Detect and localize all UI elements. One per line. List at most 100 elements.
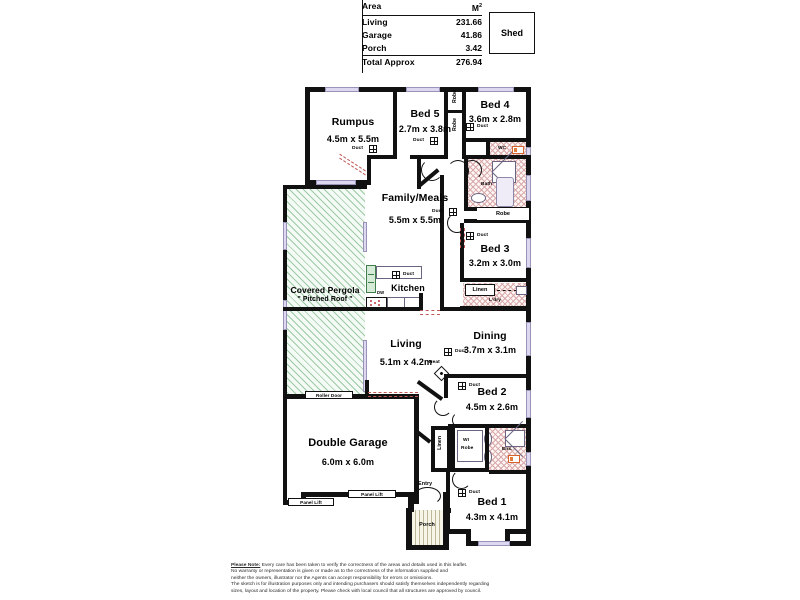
- window-ensuite: [526, 452, 531, 466]
- wall-bed5-bottom: [410, 155, 448, 159]
- area-rule-1: [362, 14, 482, 16]
- area-table-header-row: Area M2: [362, 0, 482, 15]
- wall-dining-bed2: [444, 374, 531, 378]
- bathtub-icon: [496, 177, 514, 207]
- exterior-wall-bed1-bottom-left: [446, 529, 470, 534]
- window-bed1-bay: [478, 541, 510, 546]
- duct-label: Duct: [413, 138, 425, 143]
- duct-icon: [369, 145, 377, 153]
- disclaimer-note-label: Please Note:: [231, 563, 261, 568]
- wall-bed5-right: [444, 87, 448, 159]
- rumpus-dim: 4.5m x 5.5m: [326, 134, 380, 144]
- window-dining: [526, 322, 531, 356]
- bed1-dim: 4.3m x 4.1m: [465, 512, 519, 522]
- wc-label: WC: [498, 146, 507, 151]
- table-row: Garage 41.86: [362, 29, 482, 42]
- opening-rumpus-family-2: [339, 157, 366, 176]
- door-wc: [462, 160, 482, 180]
- wall-family-right-upper: [440, 175, 444, 233]
- bath-label: Bath: [481, 182, 493, 187]
- wall-family-living-divider: [440, 307, 531, 311]
- window-pergola-left-2: [283, 300, 287, 330]
- exterior-wall-garage-bottom-right: [396, 492, 418, 497]
- duct-label: Duct: [469, 490, 481, 495]
- ensuite-label: Ens.: [502, 447, 513, 452]
- porch-area: [411, 510, 444, 547]
- exterior-wall-pergola-top: [283, 185, 367, 189]
- laundry-label: L'dry: [489, 298, 502, 303]
- sliding-door-family-pergola: [363, 222, 367, 252]
- area-row-porch-label: Porch: [362, 42, 387, 53]
- disclaimer-line-2: No warranty or representation is given o…: [231, 569, 448, 575]
- laundry-bench-dash: [497, 290, 517, 291]
- duct-label: Duct: [432, 209, 444, 214]
- family-dim: 5.5m x 5.5m: [388, 215, 442, 225]
- bed2-dim: 4.5m x 2.6m: [465, 402, 519, 412]
- family-name: Family/Meals: [381, 192, 449, 204]
- panel-lift-right-plate: Panel Lift: [348, 490, 396, 498]
- roller-door-label: Roller Door: [315, 392, 343, 398]
- door-hall: [452, 412, 468, 428]
- table-row: Living 231.66: [362, 16, 482, 29]
- wc-vanity-icon: [512, 146, 524, 154]
- porch-label: Porch: [419, 522, 435, 528]
- linen-laundry-label: Linen: [472, 287, 488, 293]
- roller-door-plate: Roller Door: [305, 391, 353, 399]
- exterior-wall-garage-left: [283, 394, 287, 504]
- area-table-unit: M2: [471, 2, 482, 13]
- door-bed5: [421, 159, 443, 181]
- wc-wet-area: [489, 141, 530, 159]
- kitchen-name: Kitchen: [391, 283, 425, 293]
- disclaimer-line-1: Please Note: Every care has been taken t…: [231, 563, 576, 569]
- opening-family-hall-2: [464, 228, 465, 248]
- duct-icon: [392, 271, 400, 279]
- area-table-header-label: Area: [362, 1, 382, 11]
- area-row-garage-value: 41.86: [460, 29, 482, 40]
- window-bed2: [526, 390, 531, 418]
- ensuite-shower-icon: [505, 430, 525, 447]
- wall-kitchen-bottom-left: [283, 307, 369, 311]
- garage-name: Double Garage: [308, 437, 388, 449]
- ensuite-vanity-icon: [508, 455, 520, 463]
- opening-kitchen-living: [420, 310, 440, 311]
- wall-bed1-bay-left: [466, 529, 471, 546]
- robe-top-label: Robe: [452, 90, 458, 103]
- duct-label: Duct: [477, 124, 489, 129]
- wall-bed4-bottom: [466, 138, 531, 142]
- duct-icon: [430, 137, 438, 145]
- area-rule-2: [362, 54, 482, 56]
- wall-rumpus-bottom-inner: [367, 155, 397, 159]
- area-total-row: Total Approx 276.94: [362, 56, 482, 69]
- wall-kitchen-bottom: [365, 307, 423, 311]
- duct-icon: [444, 348, 452, 356]
- linen-hall-label: Linen: [437, 436, 443, 450]
- area-row-garage-label: Garage: [362, 29, 392, 40]
- bed1-name: Bed 1: [477, 496, 507, 508]
- rumpus-name: Rumpus: [331, 116, 375, 128]
- wi-robe-shelving-icon: [457, 430, 483, 462]
- wi-robe-label-line1: WI: [463, 438, 470, 443]
- wall-linen-left: [431, 426, 435, 472]
- opening-family-hall: [460, 228, 461, 248]
- window-bed3: [526, 238, 531, 268]
- bed4-name: Bed 4: [480, 99, 510, 111]
- disclaimer-line-3: neither the owners, illustrator nor the …: [231, 575, 433, 581]
- living-dim: 5.1m x 4.2m: [379, 357, 433, 367]
- linen-laundry-box: Linen: [465, 284, 495, 296]
- front-door: [414, 487, 441, 505]
- robe-bath-label: Robe: [496, 211, 510, 217]
- exterior-wall-right: [526, 87, 531, 546]
- opening-living-garage: [368, 392, 418, 393]
- wall-porch-left-upper: [408, 492, 414, 512]
- wall-robe-right: [462, 87, 466, 159]
- wall-wc-bottom: [466, 155, 531, 159]
- wall-rumpus-bottom-return: [367, 155, 371, 185]
- window-rumpus-top: [325, 87, 359, 92]
- wall-linen-right: [447, 426, 451, 472]
- window-bed5-top: [406, 87, 440, 92]
- area-total-value: 276.94: [456, 56, 482, 67]
- opening-kitchen-living-2: [420, 314, 440, 315]
- dining-name: Dining: [473, 330, 507, 342]
- area-row-porch-value: 3.42: [465, 42, 482, 53]
- opening-living-garage-2: [368, 396, 418, 397]
